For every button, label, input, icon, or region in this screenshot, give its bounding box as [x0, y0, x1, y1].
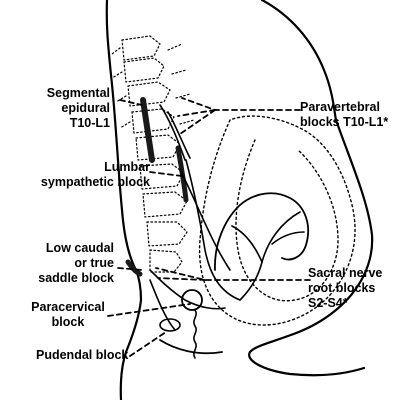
fetus-outline — [235, 139, 339, 302]
label-paracervical-block: Paracervical block — [31, 300, 105, 329]
leader-sacral-2 — [157, 277, 206, 281]
label-segmental-epidural: Segmental epidural T10-L1 — [46, 86, 110, 130]
leader-sacral-1 — [155, 267, 311, 281]
pudendal-region — [159, 318, 181, 332]
leader-paravertebral-3 — [179, 109, 216, 135]
birth-canal-coil — [193, 309, 197, 359]
leader-paracervical — [107, 303, 191, 317]
leader-lumbar-sympathetic — [149, 171, 183, 177]
belly-outline — [248, 0, 374, 377]
cervix — [181, 289, 203, 311]
back-outline — [105, 0, 143, 400]
caudal-block-area — [125, 259, 143, 277]
label-paravertebral-blocks: Paravertebral blocks T10-L1* — [300, 100, 389, 129]
epidural-space — [140, 97, 155, 163]
uterus-outline — [198, 115, 356, 326]
leader-segmental-epidural — [119, 99, 147, 107]
label-lumbar-sympathetic-block: Lumbar sympathetic block — [40, 160, 150, 189]
leader-paravertebral-2 — [177, 109, 216, 117]
leader-pudendal — [129, 331, 167, 357]
label-sacral-nerve-root-blocks: Sacral nerve root blocks S2-S4* — [308, 266, 383, 310]
leader-low-caudal — [117, 267, 143, 271]
nerve-fibers — [149, 104, 305, 331]
leader-paravertebral-1 — [181, 97, 301, 111]
label-pudendal-block: Pudendal block — [36, 348, 129, 362]
uterine-wall — [214, 192, 310, 271]
leader-lines — [107, 97, 311, 357]
label-low-caudal-saddle-block: Low caudal or true saddle block — [38, 241, 114, 285]
perineum — [159, 339, 223, 355]
